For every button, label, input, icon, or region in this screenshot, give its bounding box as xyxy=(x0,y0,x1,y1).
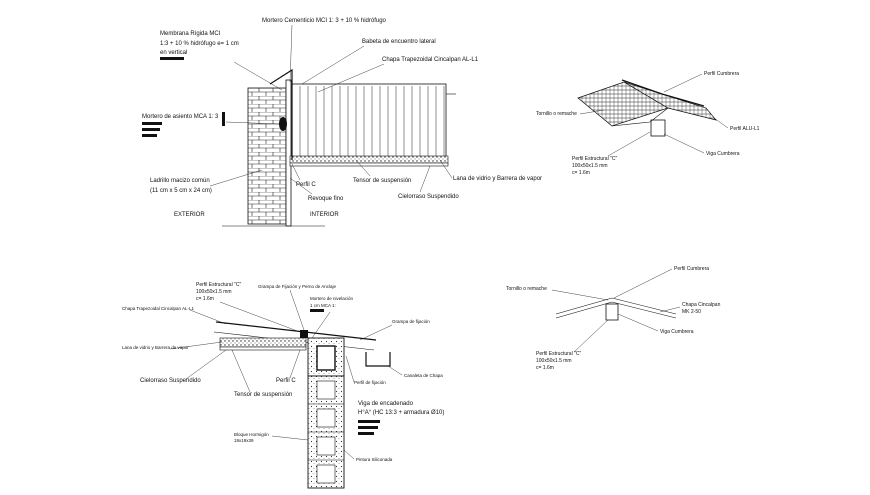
label-c-bloque-1: Bloque Hormigón xyxy=(234,432,269,437)
detail-a-leaders xyxy=(209,24,453,195)
corrugated-roof-sheet xyxy=(291,83,447,161)
label-d-chapa-1: Chapa Cincalpan xyxy=(682,302,721,308)
label-c-mortero-nivelacion-1: Mortero de nivelación xyxy=(310,296,354,301)
label-babeta: Babeta de encuentro lateral xyxy=(362,39,436,45)
label-c-grampa-anclaje: Grampa de Fijación y Perno de Anclaje xyxy=(258,284,337,289)
label-c-perfil-estructural-2: 100x50x1.5 mm xyxy=(196,289,232,295)
mortar-bed xyxy=(279,117,287,131)
label-d-chapa-2: MK 2-50 xyxy=(682,309,701,315)
label-exterior: EXTERIOR xyxy=(174,212,205,218)
mortar-membrane xyxy=(285,79,292,227)
detail-c-redactions xyxy=(310,309,380,435)
label-c-tensor: Tensor de suspensión xyxy=(234,392,292,398)
label-b-perfil-alu: Perfil ALU-L1 xyxy=(730,126,760,132)
label-ladrillo-1: Ladrillo macizo común xyxy=(150,178,210,184)
fixing-plate xyxy=(300,330,308,338)
ridge-left-sheet xyxy=(577,81,669,127)
ridge-left-slope-2 xyxy=(555,301,613,319)
label-lana-vidrio: Lana de vidrio y Barrera de vapor xyxy=(453,176,542,182)
label-c-canaleta: Canaleta de Chapa xyxy=(404,373,443,378)
roof-sheet-ribs xyxy=(299,86,445,156)
suspended-ceiling xyxy=(289,162,449,167)
label-d-tornillo: Tornillo o remache xyxy=(506,286,547,292)
label-d-perfil-cumbrera: Perfil Cumbrera xyxy=(674,266,709,272)
label-c-grampa-fijacion: Grampa de fijación xyxy=(392,319,430,324)
label-tensor: Tensor de suspensión xyxy=(353,178,411,184)
label-c-perfil-estructural-1: Perfil Estructural "C" xyxy=(196,282,241,288)
lateral-flashing xyxy=(269,68,293,160)
ceiling-c xyxy=(219,346,307,351)
label-c-cielorraso: Cielorraso Suspendido xyxy=(140,378,201,384)
label-c-viga-2: H°A° (HC 13:3 + armadura Ø10) xyxy=(358,410,444,416)
label-mortero-asiento: Mortero de asiento MCA 1: 3 xyxy=(142,114,219,120)
label-b-perfil-cumbrera: Perfil Cumbrera xyxy=(704,71,739,77)
detail-b-leaders xyxy=(579,73,729,157)
insulation-layer xyxy=(289,155,449,164)
label-c-chapa-trapezoidal: Chapa Trapezoidal Cincalpan AL-L1 xyxy=(122,306,195,311)
label-b-viga-cumbrera: Viga Cumbrera xyxy=(706,151,740,157)
ridge-post-d xyxy=(605,303,619,321)
label-c-perfil-c: Perfil C xyxy=(276,378,296,384)
detail-d-leaders xyxy=(551,268,681,353)
label-c-viga-1: Viga de encadenado xyxy=(358,401,414,407)
ridge-right-slope-2 xyxy=(611,301,677,319)
ridge-cap xyxy=(621,79,705,107)
detail-a-redactions xyxy=(142,57,225,137)
label-membrana-2: 1:3 + 10 % hidrófugo e= 1 cm xyxy=(160,41,239,47)
label-b-tornillo: Tornillo o remache xyxy=(536,111,577,117)
label-c-pintura: Pintura Siliconada xyxy=(356,457,393,462)
label-mortero-cementicio: Mortero Cementicio MCI 1: 3 + 10 % hidró… xyxy=(262,18,387,24)
gutter xyxy=(365,352,391,367)
ridge-right-slope xyxy=(611,297,677,315)
label-c-bloque-2: 19x19x39 xyxy=(234,438,254,443)
label-d-perfil-estructural-3: c= 1.6m xyxy=(536,365,554,371)
ridge-left-slope xyxy=(555,297,613,315)
label-perfil-c: Perfil C xyxy=(296,182,316,188)
label-b-perfil-estructural-1: Perfil Estructural "C" xyxy=(572,156,617,162)
label-d-perfil-estructural-1: Perfil Estructural "C" xyxy=(536,351,581,357)
detail-b-ridge xyxy=(577,79,717,137)
ridge-beam xyxy=(611,107,669,127)
label-c-perfil-estructural-3: c= 1.6m xyxy=(196,296,214,302)
label-cielorraso: Cielorraso Suspendido xyxy=(398,194,459,200)
brick-wall xyxy=(247,87,287,225)
label-b-perfil-estructural-2: 100x50x1.5 mm xyxy=(572,163,608,169)
label-chapa-trapezoidal: Chapa Trapezoidal Cincalpan AL-L1 xyxy=(382,57,479,63)
label-c-perfil-fijacion: Perfil de fijación xyxy=(354,380,386,385)
label-d-viga-cumbrera: Viga Cumbrera xyxy=(660,329,694,335)
roof-sheet-c xyxy=(215,321,377,341)
label-membrana-1: Membrana Rígida MCI xyxy=(160,31,221,37)
label-d-perfil-estructural-2: 100x50x1.5 mm xyxy=(536,358,572,364)
ridge-post xyxy=(650,119,666,137)
block-joints xyxy=(308,380,344,484)
label-b-perfil-estructural-3: c= 1.6m xyxy=(572,170,590,176)
label-revoque: Revoque fino xyxy=(308,196,344,202)
detail-a-section xyxy=(222,68,456,227)
insulation-layer-c xyxy=(219,337,307,348)
label-c-lana-vidrio: Lana de vidrio y Barrera de vapor xyxy=(122,345,189,350)
detail-d-ridge xyxy=(555,297,677,321)
label-membrana-3: en vertical xyxy=(160,50,187,56)
detail-c-section xyxy=(213,321,391,489)
beam-core xyxy=(316,345,336,371)
label-ladrillo-2: (11 cm x 5 cm x 24 cm) xyxy=(150,188,212,194)
label-interior: INTERIOR xyxy=(310,212,339,218)
detail-c-leaders xyxy=(169,289,403,460)
label-c-mortero-nivelacion-2: 1 cm MCA 1: xyxy=(310,303,336,308)
